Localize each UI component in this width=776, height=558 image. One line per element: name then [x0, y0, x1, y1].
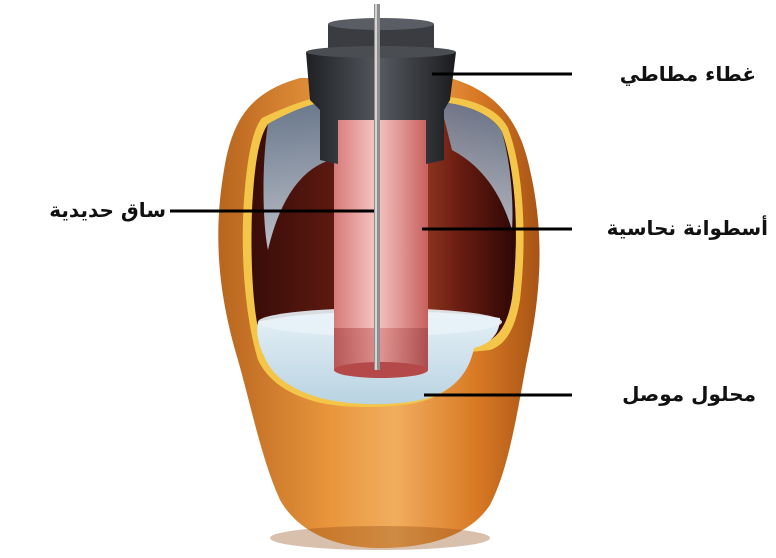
iron-rod-highlight: [375, 4, 377, 370]
jar-shadow-ellipse: [270, 526, 490, 550]
cap-top-ellipse: [328, 18, 434, 30]
copper-cylinder-bottom: [334, 362, 428, 378]
label-iron-rod: ساق حديدية: [6, 198, 166, 222]
label-copper-cylinder: أسطوانة نحاسية: [528, 216, 768, 240]
label-rubber-cap: غطاء مطاطي: [556, 62, 756, 86]
cap-shoulder-ellipse: [306, 46, 456, 58]
copper-cylinder: [334, 110, 428, 378]
iron-rod: [374, 4, 380, 370]
label-conducting-solution: محلول موصل: [556, 382, 756, 406]
copper-cylinder-upper: [334, 110, 428, 328]
